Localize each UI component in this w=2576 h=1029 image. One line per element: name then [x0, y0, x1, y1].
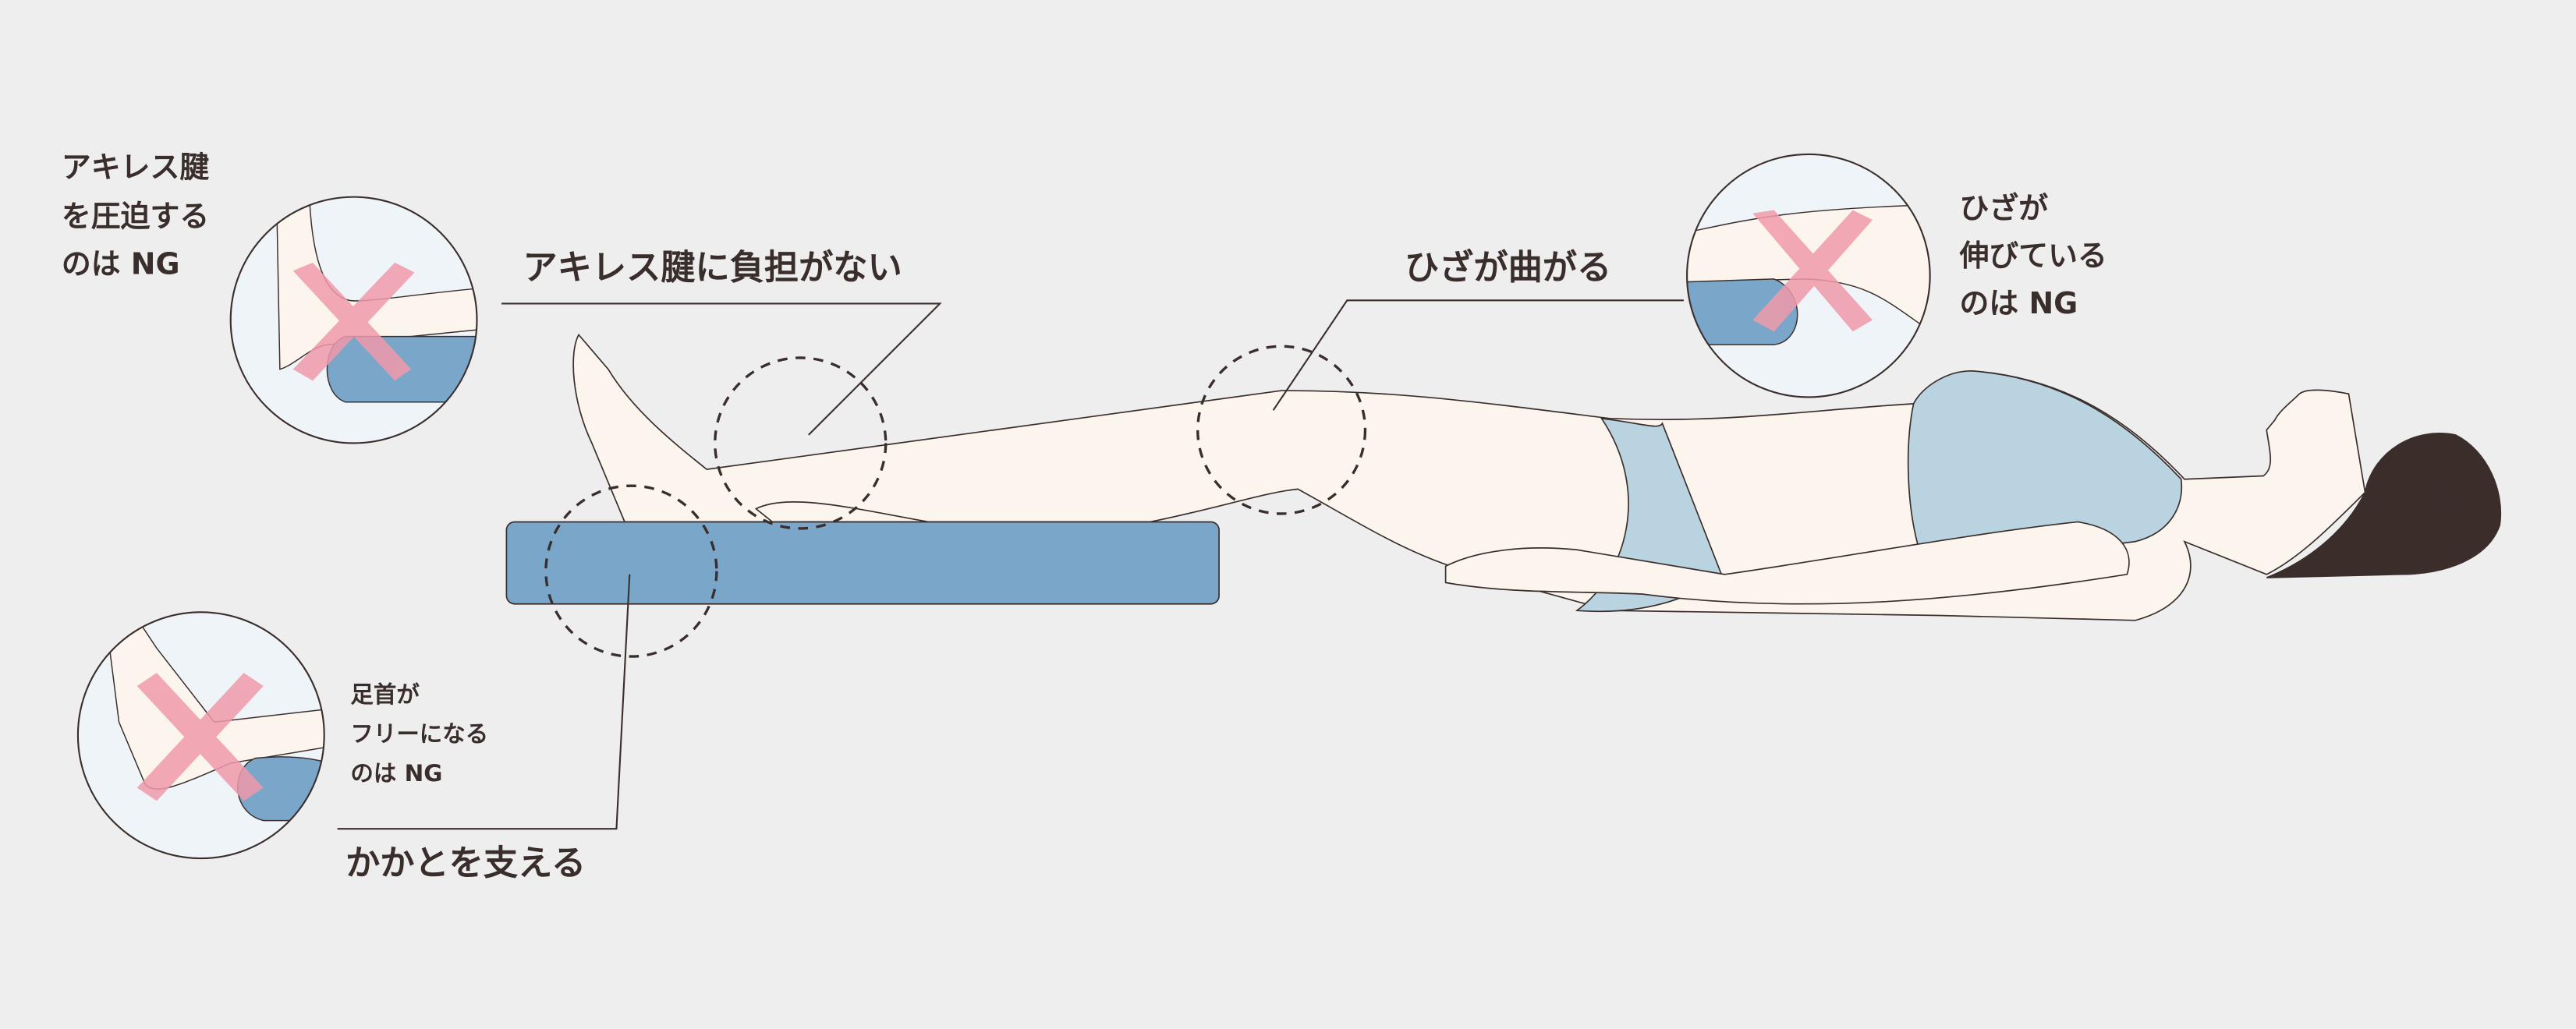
leg-pillow	[505, 521, 1220, 605]
bikini-bottom	[1575, 417, 1723, 613]
knee-ng-inset: ひざが 伸びている のは NG	[1686, 153, 2107, 398]
achilles-ok-label: アキレス腱に負担がない	[523, 248, 902, 288]
hair	[2266, 433, 2502, 578]
ankle-ng-inset: 足首が フリーになる のは NG	[76, 611, 488, 860]
heel-leader-line	[337, 574, 631, 830]
knee-ng-note-line3: のは NG	[1960, 286, 2078, 320]
bikini-top	[1907, 370, 2183, 559]
knee-focus-circle	[1196, 345, 1367, 515]
knee-leader-line	[1272, 299, 1684, 411]
woman-figure	[572, 333, 2502, 621]
knee-ng-note-line2: 伸びている	[1959, 239, 2107, 273]
knee-bent-label: ひざが曲がる	[1405, 248, 1611, 288]
heel-support-label: かかとを支える	[345, 843, 586, 883]
achilles-ng-note-line1: アキレス腱	[62, 150, 209, 184]
ng-cross-icon	[1752, 210, 1873, 332]
ankle-ng-note-line3: のは NG	[350, 760, 442, 787]
knee-ng-note-line1: ひざが	[1960, 191, 2049, 225]
achilles-ng-note-line3: のは NG	[62, 247, 180, 281]
achilles-focus-circle	[714, 356, 888, 530]
ng-cross-icon	[136, 673, 264, 801]
achilles-leader-line	[501, 302, 942, 436]
ankle-ng-note-line1: 足首が	[350, 681, 420, 708]
ear	[2422, 489, 2458, 518]
ankle-ng-note-line2: フリーになる	[350, 721, 488, 748]
achilles-ng-note-line2: を圧迫する	[62, 200, 209, 234]
heel-focus-circle	[544, 484, 718, 658]
ng-cross-icon	[292, 262, 415, 381]
arm	[1444, 521, 2130, 605]
achilles-ng-inset: アキレス腱 を圧迫する のは NG	[62, 150, 478, 444]
